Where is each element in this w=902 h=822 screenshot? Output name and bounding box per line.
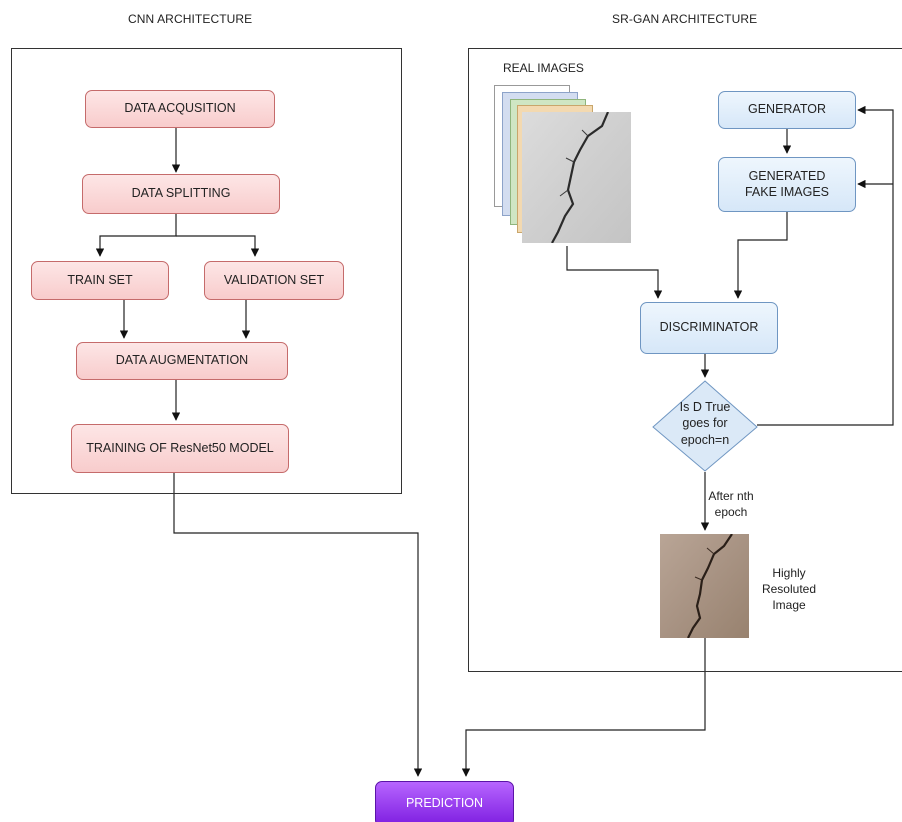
real-images-label: REAL IMAGES bbox=[503, 61, 584, 75]
training-resnet50-node: TRAINING OF ResNet50 MODEL bbox=[71, 424, 289, 473]
prediction-label: PREDICTION bbox=[405, 796, 484, 811]
high-resolution-crack-image bbox=[660, 534, 749, 638]
arrow-realimages-to-discriminator bbox=[566, 246, 663, 299]
arrow-output-image-to-prediction bbox=[461, 638, 706, 777]
arrow-training-to-prediction bbox=[173, 473, 423, 777]
prediction-node: PREDICTION bbox=[375, 781, 514, 822]
discriminator-label: DISCRIMINATOR bbox=[659, 320, 759, 335]
train-set-node: TRAIN SET bbox=[31, 261, 169, 300]
cnn-frame bbox=[11, 48, 402, 494]
data-splitting-label: DATA SPLITTING bbox=[131, 186, 231, 201]
generated-fake-images-node: GENERATED FAKE IMAGES bbox=[718, 157, 856, 212]
data-augmentation-label: DATA AUGMENTATION bbox=[115, 353, 249, 368]
generator-label: GENERATOR bbox=[747, 102, 827, 117]
data-splitting-node: DATA SPLITTING bbox=[82, 174, 280, 214]
arrow-decision-feedback-generator bbox=[757, 105, 894, 426]
srgan-frame bbox=[468, 48, 902, 672]
validation-set-node: VALIDATION SET bbox=[204, 261, 344, 300]
discriminator-node: DISCRIMINATOR bbox=[640, 302, 778, 354]
data-acquisition-label: DATA ACQUSITION bbox=[124, 101, 236, 116]
real-crack-image bbox=[522, 112, 631, 243]
generated-fake-images-label: GENERATED FAKE IMAGES bbox=[744, 168, 830, 199]
train-set-label: TRAIN SET bbox=[67, 272, 133, 287]
validation-set-label: VALIDATION SET bbox=[223, 272, 325, 287]
training-resnet50-label: TRAINING OF ResNet50 MODEL bbox=[86, 440, 274, 455]
cnn-architecture-title: CNN ARCHITECTURE bbox=[128, 12, 253, 26]
after-nth-epoch-label: After nth epoch bbox=[708, 489, 754, 520]
arrow-fake-to-discriminator bbox=[733, 212, 788, 299]
highly-resoluted-image-label: Highly Resoluted Image bbox=[761, 566, 817, 613]
generator-node: GENERATOR bbox=[718, 91, 856, 129]
data-augmentation-node: DATA AUGMENTATION bbox=[76, 342, 288, 380]
arrow-splitting-to-train bbox=[95, 214, 177, 257]
data-acquisition-node: DATA ACQUSITION bbox=[85, 90, 275, 128]
decision-text: Is D True goes for epoch=n bbox=[679, 400, 731, 447]
decision-diamond bbox=[652, 380, 758, 472]
srgan-architecture-title: SR-GAN ARCHITECTURE bbox=[612, 12, 758, 26]
arrow-splitting-to-validation bbox=[176, 235, 260, 257]
